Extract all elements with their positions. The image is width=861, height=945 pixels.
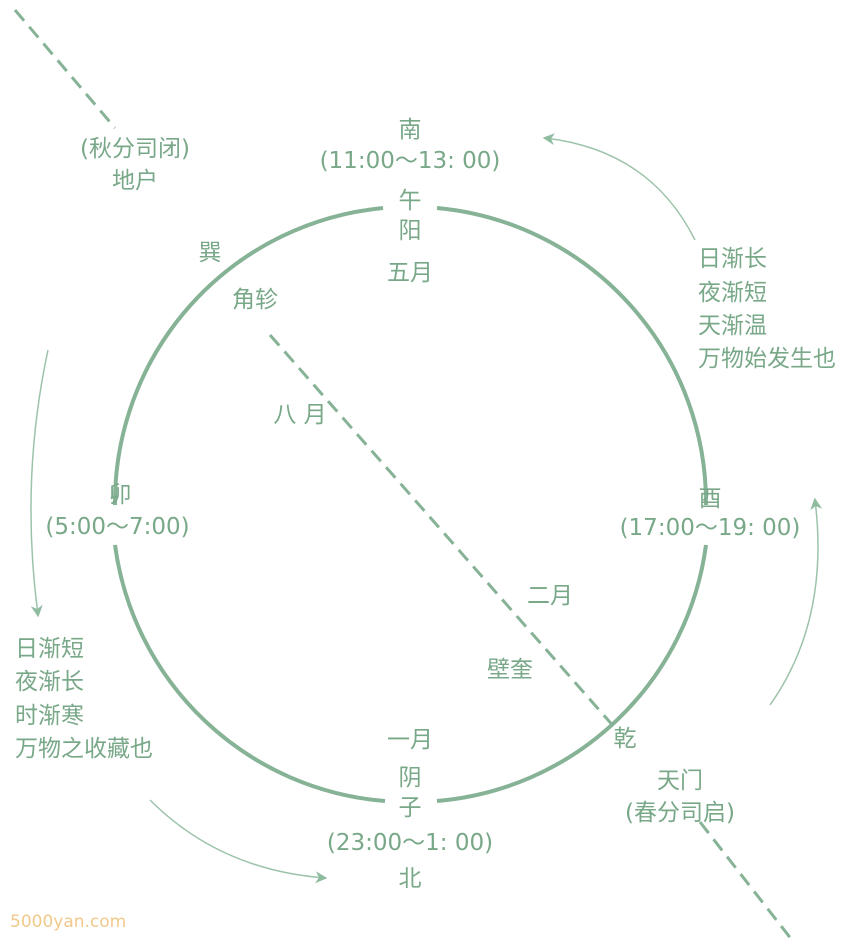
left-note-4: 万物之收藏也 bbox=[15, 736, 153, 762]
left-note-3: 时渐寒 bbox=[15, 703, 84, 729]
circle-lower-right bbox=[436, 544, 708, 803]
label-north: 北 bbox=[398, 866, 422, 892]
axis-dashed-bottom bbox=[698, 821, 794, 941]
label-tian-men-2: (春分司启) bbox=[625, 800, 735, 826]
right-note-2: 夜渐短 bbox=[698, 280, 767, 306]
label-xun: 巽 bbox=[198, 240, 222, 266]
label-month-1: 一月 bbox=[387, 727, 433, 753]
label-month-5: 五月 bbox=[387, 260, 433, 286]
arrow-top-right bbox=[542, 133, 696, 241]
label-south: 南 bbox=[398, 117, 422, 143]
circle-upper-right bbox=[436, 206, 709, 506]
label-bi-kui: 壁奎 bbox=[487, 657, 533, 683]
circle-lower-left bbox=[113, 544, 386, 803]
label-east-time: (5:00～7:00) bbox=[45, 514, 190, 540]
right-note-4: 万物始发生也 bbox=[698, 346, 836, 372]
label-month-8: 八 月 bbox=[273, 402, 327, 428]
label-yin: 阴 bbox=[398, 765, 422, 791]
label-di-hu-1: (秋分司闭) bbox=[80, 136, 190, 162]
label-north-time: (23:00～1: 00) bbox=[326, 830, 494, 856]
label-jiao-zhen: 角轸 bbox=[232, 287, 278, 313]
label-di-hu-2: 地户 bbox=[112, 168, 158, 194]
label-wu: 午 bbox=[398, 188, 422, 214]
arrow-bottom bbox=[149, 799, 328, 884]
label-zi: 子 bbox=[398, 795, 422, 821]
label-yang: 阳 bbox=[398, 218, 422, 244]
label-tian-men-1: 天门 bbox=[657, 768, 703, 794]
right-note-1: 日渐长 bbox=[698, 246, 767, 272]
label-you: 酉 bbox=[698, 486, 722, 512]
axis-dashed-middle bbox=[268, 334, 617, 729]
label-mao: 卯 bbox=[108, 482, 132, 508]
left-note-2: 夜渐长 bbox=[15, 669, 84, 695]
label-qian: 乾 bbox=[613, 726, 637, 752]
left-note-1: 日渐短 bbox=[15, 636, 84, 662]
label-west-time: (17:00～19: 00) bbox=[619, 515, 801, 541]
arrow-right bbox=[769, 497, 823, 706]
right-note-3: 天渐温 bbox=[698, 313, 767, 339]
axis-dashed-top bbox=[13, 9, 117, 129]
watermark: 5000yan.com bbox=[10, 912, 127, 932]
circle-upper-left bbox=[112, 206, 384, 506]
label-month-2: 二月 bbox=[527, 583, 573, 609]
arrow-left bbox=[30, 349, 49, 618]
label-south-time: (11:00～13: 00) bbox=[319, 148, 501, 174]
